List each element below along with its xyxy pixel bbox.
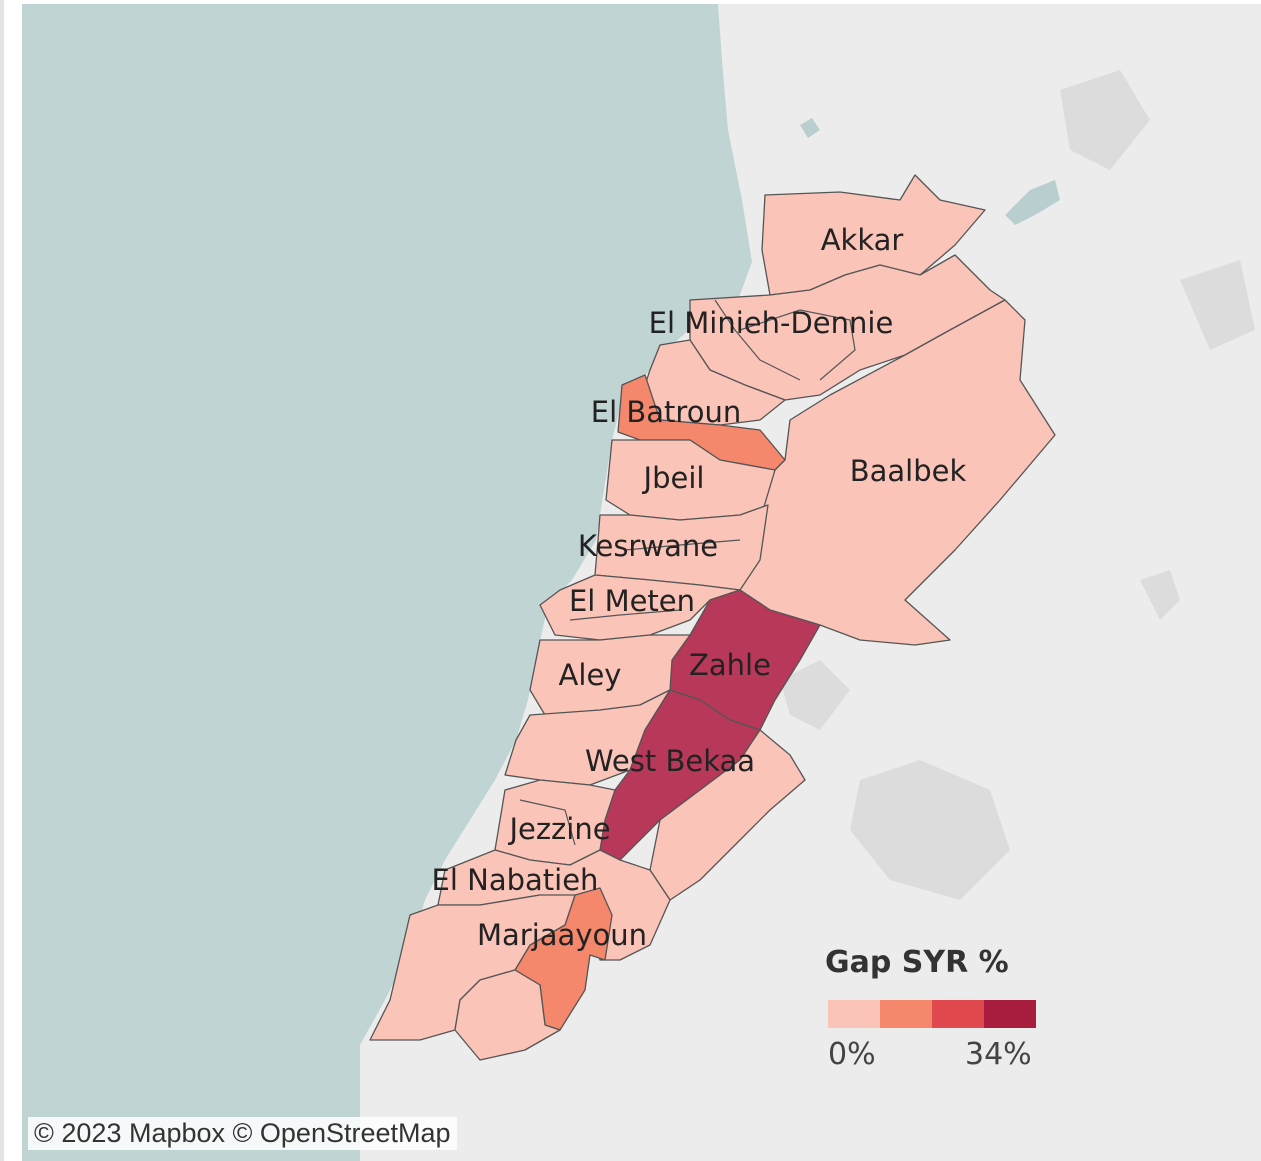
color-legend: Gap SYR % 0% 34% xyxy=(825,945,1065,1075)
district-internal-boundaries xyxy=(519,299,856,846)
label-west-bekaa: West Bekaa xyxy=(585,744,755,778)
map-attribution[interactable]: © 2023 Mapbox © OpenStreetMap xyxy=(28,1117,457,1150)
legend-swatch-2 xyxy=(880,1000,932,1028)
label-batroun: El Batroun xyxy=(591,395,741,429)
label-akkar: Akkar xyxy=(821,223,904,257)
terrain-shading xyxy=(780,70,1255,900)
district-baalbek[interactable] xyxy=(739,299,1056,646)
map-viewport[interactable]: Akkar El Minieh-Dennie El Batroun Jbeil … xyxy=(22,4,1261,1161)
label-marjaayoun: Marjaayoun xyxy=(477,918,647,952)
mediterranean-sea xyxy=(22,4,752,1161)
label-jezzine: Jezzine xyxy=(507,812,610,846)
label-jbeil: Jbeil xyxy=(642,461,705,495)
frame-left-border xyxy=(0,0,4,1161)
legend-title: Gap SYR % xyxy=(825,945,1009,980)
district-kesrwane[interactable] xyxy=(594,504,769,591)
label-baalbek: Baalbek xyxy=(850,454,967,488)
map-canvas[interactable]: Akkar El Minieh-Dennie El Batroun Jbeil … xyxy=(22,4,1261,1161)
label-zahle: Zahle xyxy=(689,648,771,682)
label-nabatieh: El Nabatieh xyxy=(432,863,599,897)
label-kesrwane: Kesrwane xyxy=(578,529,718,563)
district-rachaya[interactable] xyxy=(649,729,806,901)
district-labels: Akkar El Minieh-Dennie El Batroun Jbeil … xyxy=(432,223,967,952)
legend-swatch-3 xyxy=(932,1000,984,1028)
legend-min-label: 0% xyxy=(828,1037,876,1072)
district-bint-jbeil[interactable] xyxy=(454,969,561,1061)
label-meten: El Meten xyxy=(569,584,695,618)
label-minieh-dennie: El Minieh-Dennie xyxy=(649,306,894,340)
legend-max-label: 34% xyxy=(965,1037,1032,1072)
lakes xyxy=(800,118,1060,225)
label-aley: Aley xyxy=(559,658,622,692)
district-meten[interactable] xyxy=(539,574,741,641)
legend-swatch-1 xyxy=(828,1000,880,1028)
legend-color-scale xyxy=(828,1000,1036,1028)
legend-swatch-4 xyxy=(984,1000,1036,1028)
